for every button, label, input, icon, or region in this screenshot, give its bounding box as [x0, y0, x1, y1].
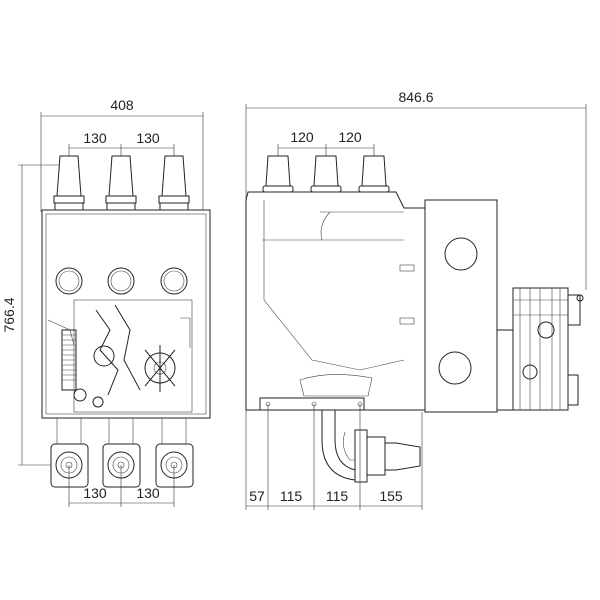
dim-label: 846.6	[398, 89, 433, 105]
dim-label: 115	[326, 488, 349, 504]
dim-top-pitch: 130 130	[68, 130, 175, 158]
dim-label: 120	[290, 129, 314, 145]
dim-label: 155	[379, 488, 403, 504]
front-view: 408 130 130 766.4	[1, 97, 211, 507]
dim-side-bottom: 57 115 115 155	[245, 404, 423, 510]
dim-label: 130	[136, 130, 160, 146]
side-insulators	[262, 155, 390, 193]
dim-bottom-pitch: 130 130	[68, 465, 175, 507]
side-bottom-bushing	[321, 410, 421, 483]
cover-plate-lower	[438, 351, 472, 385]
breaker-body-front	[41, 209, 211, 419]
cover-plate-upper	[444, 237, 478, 271]
dim-label: 130	[83, 130, 107, 146]
viewing-windows	[55, 267, 188, 295]
dim-overall-depth: 846.6	[245, 89, 587, 290]
dim-label: 115	[280, 488, 303, 504]
dim-label: 130	[136, 485, 160, 501]
dim-overall-width: 408	[40, 97, 204, 212]
dim-label: 766.4	[1, 297, 17, 332]
dim-label: 120	[338, 129, 362, 145]
dim-label: 57	[249, 488, 265, 504]
bottom-bushings	[50, 418, 194, 488]
side-view: 846.6 120 120	[245, 89, 587, 510]
dim-label: 408	[110, 97, 134, 113]
operating-mechanism-front	[47, 299, 193, 413]
mechanism-box	[424, 199, 498, 413]
operating-mechanism-side	[496, 287, 584, 411]
dim-overall-height: 766.4	[1, 164, 62, 466]
dim-label: 130	[83, 485, 107, 501]
top-insulators	[53, 155, 190, 211]
dim-side-top-pitch: 120 120	[277, 129, 375, 156]
breaker-housing-side	[245, 191, 426, 411]
